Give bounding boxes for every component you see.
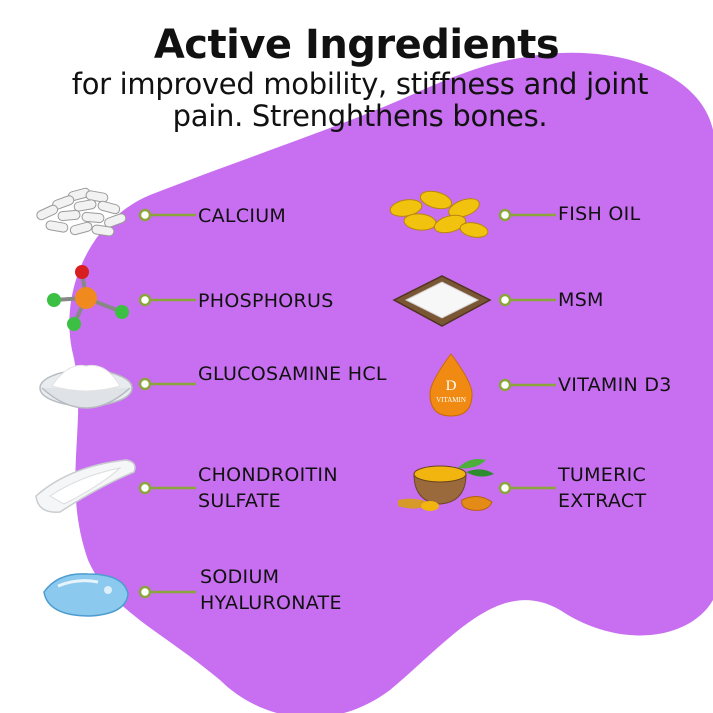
- ingredient-label-fish-oil: FISH OIL: [558, 203, 641, 225]
- ingredient-label-glucosamine: GLUCOSAMINE HCL: [198, 363, 387, 385]
- vitamin-drop-letter: D: [446, 378, 457, 394]
- connector-line: [138, 377, 196, 391]
- page-subtitle: for improved mobility, stiffness and joi…: [71, 67, 649, 133]
- pills-icon: [36, 187, 127, 237]
- vitamin-drop-word: VITAMIN: [436, 396, 466, 404]
- ingredient-label-sodium-hyaluronate: SODIUM HYALURONATE: [200, 566, 342, 614]
- connector-line: [138, 481, 196, 495]
- connector-line: [498, 208, 556, 222]
- crystal-tray-icon: [392, 275, 492, 327]
- ingredient-label-chondroitin: CHONDROITIN SULFATE: [198, 464, 338, 512]
- connector-line: [498, 481, 556, 495]
- connector-line: [498, 293, 556, 307]
- vitamin-drop-icon: D VITAMIN: [429, 353, 473, 417]
- connector-line: [498, 378, 556, 392]
- ingredient-label-phosphorus: PHOSPHORUS: [198, 290, 334, 312]
- gel-drop-icon: [43, 573, 129, 617]
- connector-line: [138, 585, 196, 599]
- ingredient-label-vitamin-d3: VITAMIN D3: [558, 374, 672, 396]
- ingredient-label-calcium: CALCIUM: [198, 205, 287, 227]
- ingredient-label-msm: MSM: [558, 289, 604, 311]
- molecule-icon: [47, 265, 129, 331]
- page-title: Active Ingredients: [153, 22, 560, 68]
- connector-line: [138, 208, 196, 222]
- turmeric-bowl-icon: [398, 459, 494, 511]
- softgel-capsules-icon: [389, 190, 489, 238]
- powder-bowl-icon: [39, 364, 133, 409]
- ingredient-label-tumeric-extract: TUMERIC EXTRACT: [558, 464, 647, 512]
- connector-line: [138, 293, 196, 307]
- powder-dish-icon: [35, 459, 136, 513]
